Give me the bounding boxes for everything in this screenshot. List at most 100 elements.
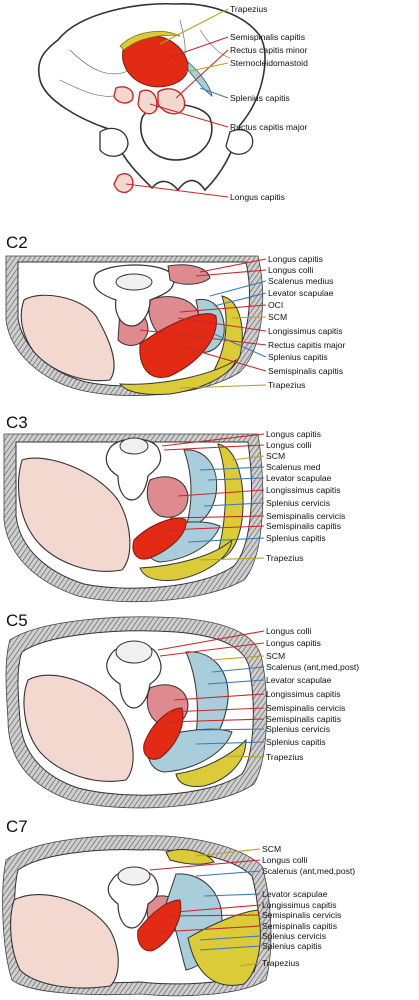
- c5-semispinalis: [143, 707, 184, 760]
- skull-label: Longus capitis: [230, 192, 285, 202]
- c7-label: Levator scapulae: [262, 889, 328, 899]
- skull-leader-line: [167, 36, 229, 59]
- c7-leader-line: [195, 870, 261, 877]
- c7-label: Longissimus capitis: [262, 900, 337, 910]
- c3-leader-line: [203, 502, 265, 507]
- c2-label: Longus colli: [268, 265, 313, 275]
- skull-outline: [38, 2, 266, 192]
- c2-leader-line: [139, 329, 267, 346]
- c5-vertebral-body: [115, 640, 153, 664]
- c2-leader-line: [179, 345, 267, 372]
- c2-light-muscles: [20, 294, 115, 382]
- c2-leader-line: [213, 292, 267, 307]
- skull-panel: [38, 2, 266, 194]
- skull-label: Trapezius: [230, 4, 267, 14]
- c3-semispinalis: [132, 517, 187, 560]
- c3-label: Levator scapulae: [266, 473, 332, 483]
- c5-leader-line: [195, 741, 265, 745]
- c7-leader-line: [199, 945, 261, 951]
- c5-leader-line: [167, 707, 265, 713]
- c7-leader-line: [175, 904, 261, 913]
- c3-label: Semispinalis cervicis: [266, 511, 345, 521]
- c2-longus: [167, 264, 211, 285]
- c3-label: Splenius capitis: [266, 533, 326, 543]
- c2-label: Longus capitis: [268, 254, 323, 264]
- c3-panel: C3: [3, 413, 264, 603]
- c5-leader-line: [225, 755, 265, 758]
- c7-leader-line: [195, 848, 261, 857]
- c2-label: Rectus capitis major: [268, 340, 346, 350]
- c3-label: Longus capitis: [266, 429, 321, 439]
- c5-label: Levator scapulae: [266, 675, 332, 685]
- occipital-condyle-left: [99, 127, 129, 157]
- c3-label: SCM: [266, 451, 285, 461]
- c5-leader-line: [173, 693, 265, 701]
- c3-leader-line: [169, 515, 265, 519]
- c2-leader-line: [199, 258, 267, 273]
- c2-leader-line: [209, 280, 267, 297]
- skull-leader-line: [159, 8, 229, 45]
- c3-light-muscles: [17, 457, 131, 572]
- c2-label: SCM: [268, 312, 287, 322]
- c3-label: Semispinalis capitis: [266, 521, 341, 531]
- c3-trapezius: [139, 538, 233, 581]
- skull-leader-line: [175, 49, 229, 99]
- c5-section-label: C5: [6, 611, 28, 630]
- c5-label: Splenius cervicis: [266, 724, 330, 734]
- c5-panel: C5: [5, 611, 268, 809]
- c7-label: Splenius capitis: [262, 941, 322, 951]
- c3-label: Longissimus capitis: [266, 485, 341, 495]
- c7-label: Longus colli: [262, 855, 307, 865]
- c2-label: Scalenus medius: [268, 276, 333, 286]
- c2-label: Semispinalis capitis: [268, 366, 343, 376]
- c5-label: Longissimus capitis: [266, 689, 341, 699]
- c2-leader-line: [213, 333, 267, 358]
- c5-label: SCM: [266, 651, 285, 661]
- c3-leader-line: [177, 489, 265, 497]
- c5-leader-line: [199, 728, 265, 731]
- skull-leader-line: [199, 87, 229, 99]
- obliquus-insertion: [113, 86, 134, 104]
- c7-leader-line: [239, 962, 261, 967]
- c3-leader-line: [161, 433, 265, 447]
- c3-label: Longus colli: [266, 440, 311, 450]
- c5-vertebra: [106, 643, 162, 709]
- skull-texture: [59, 19, 231, 97]
- c7-label: SCM: [262, 844, 281, 854]
- skull-label: Rectus capitis minor: [230, 45, 308, 55]
- c5-label: Splenius capitis: [266, 737, 326, 747]
- c3-leader-line: [199, 557, 265, 561]
- c3-label: Trapezius: [266, 553, 303, 563]
- skull-leader-line: [125, 183, 229, 198]
- c2-label: Longissimus capitis: [268, 326, 343, 336]
- c3-section-label: C3: [6, 413, 28, 432]
- occipital-condyle-right: [225, 129, 254, 155]
- c3-leader-line: [199, 466, 265, 471]
- c7-leader-line: [199, 935, 261, 941]
- c2-leader-line: [177, 317, 267, 332]
- skull-leader-line: [185, 62, 229, 73]
- c2-semispinalis: [139, 313, 217, 378]
- c3-leader-line: [231, 455, 265, 461]
- c7-label: Scalenus (ant,med,post): [262, 866, 355, 876]
- c7-leader-line: [203, 893, 261, 897]
- c7-leader-line: [159, 925, 261, 933]
- c2-leader-line: [195, 269, 267, 277]
- c5-leader-line: [165, 718, 265, 723]
- c5-label: Scalenus (ant,med,post): [266, 662, 359, 672]
- c5-leader-line: [157, 630, 265, 651]
- c7-vertebra: [107, 868, 159, 929]
- skull-leader-line: [149, 103, 229, 128]
- skull-label: Splenius capitis: [230, 93, 290, 103]
- c7-label: Splenius cervicis: [262, 931, 326, 941]
- c5-leader-line: [159, 642, 265, 657]
- c3-leader-line: [207, 477, 265, 481]
- c2-section-label: C2: [6, 233, 28, 252]
- c2-label: Trapezius: [268, 380, 305, 390]
- skull-label: Semispinalis capitis: [230, 32, 305, 42]
- c7-vertebral-body: [117, 866, 151, 886]
- c7-semispinalis: [137, 899, 182, 952]
- c3-label: Splenius cervicis: [266, 498, 330, 508]
